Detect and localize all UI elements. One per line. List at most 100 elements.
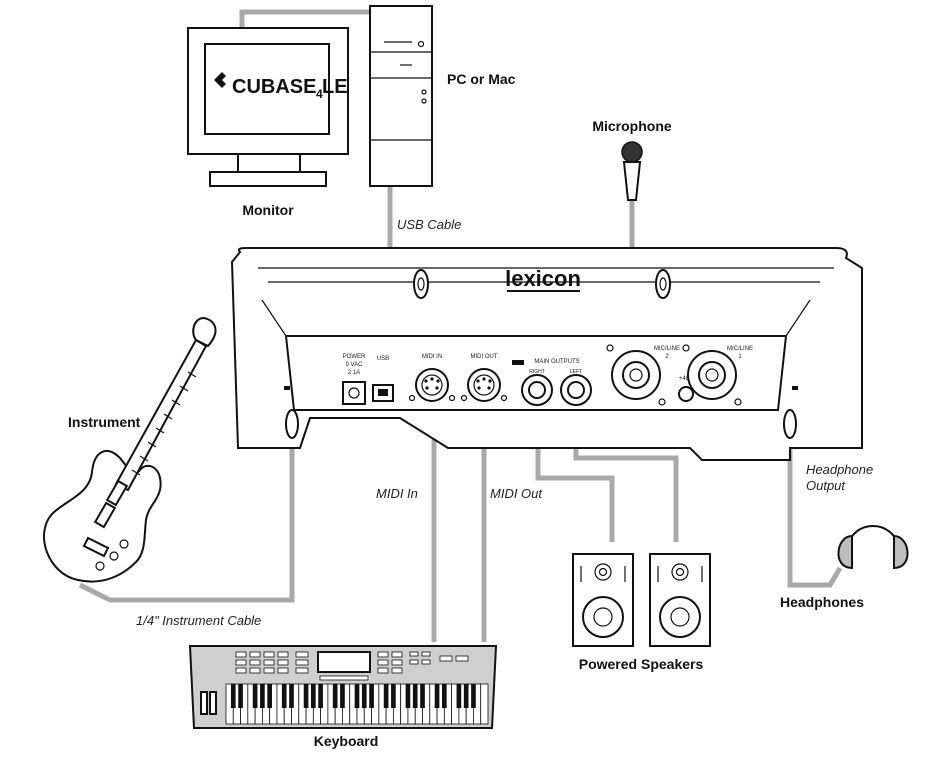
black-key — [289, 684, 294, 708]
black-key — [311, 684, 316, 708]
headphone-cable — [787, 440, 843, 588]
mic-grille — [621, 141, 643, 163]
headphone-band — [845, 525, 901, 557]
keyboard-label: Keyboard — [314, 733, 379, 749]
headphones-label: Headphones — [780, 594, 864, 610]
main-outputs: MAIN OUTPUTS RIGHT LEFT — [512, 359, 592, 406]
keyboard-display — [317, 651, 371, 673]
svg-text:2.1A: 2.1A — [348, 370, 360, 376]
instrument-label: Instrument — [68, 414, 141, 430]
black-key — [281, 684, 287, 708]
mic-body — [622, 161, 642, 201]
computer-label: PC or Mac — [447, 71, 516, 87]
midi-out-label: MIDI Out — [490, 486, 543, 501]
woofer — [582, 596, 624, 638]
svg-text:MIC/LINE: MIC/LINE — [727, 346, 753, 352]
black-key — [340, 684, 345, 708]
black-key — [405, 684, 411, 708]
black-key — [318, 684, 323, 708]
guitar-pickup — [93, 501, 117, 529]
black-key — [471, 684, 476, 708]
black-key — [260, 684, 265, 708]
svg-text:MIDI IN: MIDI IN — [422, 354, 442, 360]
computer-tower: PC or Mac — [369, 5, 516, 187]
black-key — [332, 684, 338, 708]
black-key — [252, 684, 258, 708]
headphone-output-jack — [783, 409, 797, 439]
monitor: CUBASE LE 4 Monitor — [187, 27, 349, 218]
black-key — [463, 684, 469, 708]
software-name: CUBASE LE — [232, 76, 348, 98]
usb-port: USB — [372, 356, 394, 402]
black-key — [412, 684, 418, 708]
mic-line-2-input: MIC/LINE 2 — [606, 344, 680, 406]
software-logo-icon — [214, 72, 226, 88]
microphone-label: Microphone — [592, 118, 672, 134]
phantom-power-label: +48V — [679, 376, 693, 382]
guitar: Instrument — [43, 316, 217, 583]
mount-hole-right — [655, 269, 671, 299]
mount-hole-left — [413, 269, 429, 299]
svg-text:2: 2 — [665, 354, 669, 360]
mic-line-1-input: MIC/LINE 1 — [682, 344, 753, 406]
svg-text:USB: USB — [377, 356, 389, 362]
instrument-cable-label: 1/4" Instrument Cable — [136, 613, 261, 628]
headphone-right-cup — [893, 534, 909, 570]
svg-text:LEFT: LEFT — [570, 369, 582, 375]
speaker-right — [649, 553, 711, 647]
midi-out-port: MIDI OUT — [460, 354, 508, 402]
tweeter — [594, 563, 612, 581]
brand-logo: lexicon — [505, 266, 581, 291]
guitar-pickup — [105, 479, 129, 507]
black-key — [303, 684, 309, 708]
speaker-left — [572, 553, 634, 647]
keyboard-buttons — [235, 651, 469, 681]
black-key — [230, 684, 236, 708]
headphone-left-cup — [837, 534, 853, 570]
black-key — [434, 684, 440, 708]
woofer — [659, 596, 701, 638]
main-out-right-jack — [521, 374, 553, 406]
headphones: Headphones — [780, 525, 909, 610]
interface-back-panel — [284, 335, 788, 411]
audio-interface: lexicon POWER 9 VAC 2.1A USB MIDI IN — [230, 247, 863, 461]
black-key — [354, 684, 360, 708]
black-key — [391, 684, 396, 708]
black-key — [369, 684, 374, 708]
svg-text:MIDI OUT: MIDI OUT — [471, 354, 498, 360]
keyboard: Keyboard — [188, 645, 498, 749]
svg-text:9 VAC: 9 VAC — [346, 362, 364, 368]
black-key — [442, 684, 447, 708]
power-port: POWER 9 VAC 2.1A — [342, 354, 366, 405]
monitor-video-cable — [239, 9, 372, 30]
white-key — [480, 683, 489, 725]
svg-text:MAIN OUTPUTS: MAIN OUTPUTS — [534, 359, 579, 365]
monitor-base — [209, 171, 327, 187]
speakers-label: Powered Speakers — [579, 656, 704, 672]
pitch-wheel — [200, 691, 208, 715]
black-key — [267, 684, 272, 708]
black-key — [238, 684, 243, 708]
monitor-screen — [204, 43, 330, 135]
black-key — [383, 684, 389, 708]
phantom-power-button — [678, 386, 694, 402]
guitar-headstock — [192, 316, 217, 348]
monitor-neck — [237, 153, 301, 173]
tower-case — [369, 5, 433, 187]
guitar-bridge — [82, 536, 110, 558]
instrument-input-jack — [285, 409, 299, 439]
piano-keys — [225, 683, 489, 725]
midi-in-port: MIDI IN — [408, 354, 456, 402]
svg-text:RIGHT: RIGHT — [529, 369, 545, 375]
headphone-output-label-1: Headphone — [806, 462, 873, 477]
svg-text:MIC/LINE: MIC/LINE — [654, 346, 680, 352]
microphone: Microphone — [592, 118, 672, 201]
main-out-left-jack — [560, 374, 592, 406]
monitor-label: Monitor — [242, 202, 294, 218]
svg-text:POWER: POWER — [343, 354, 366, 360]
svg-text:1: 1 — [738, 354, 742, 360]
black-key — [456, 684, 462, 708]
headphone-output-label-2: Output — [806, 478, 846, 493]
mod-wheel — [209, 691, 217, 715]
